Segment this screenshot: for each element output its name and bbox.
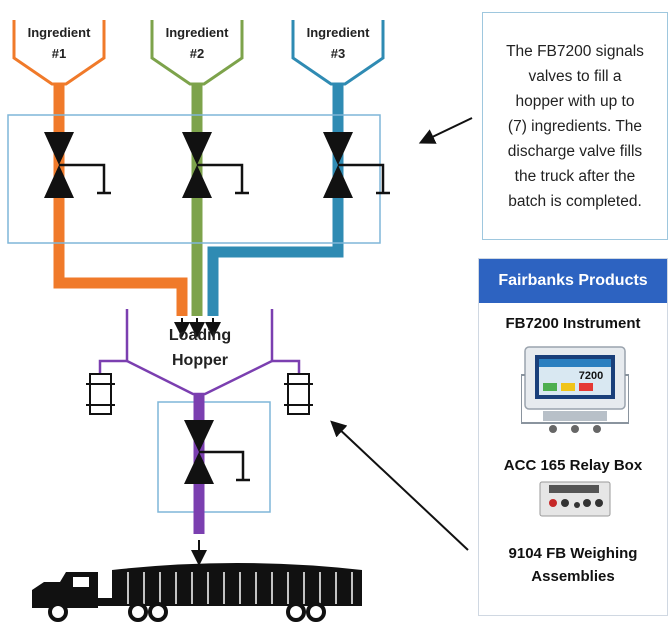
product-name-fb7200: FB7200 Instrument <box>505 315 641 332</box>
load-cell-left-icon <box>86 373 115 415</box>
ingredient-2-label-line2: #2 <box>190 46 204 61</box>
feed-pipe-3 <box>207 84 344 316</box>
feed-arrows <box>174 318 221 338</box>
description-line: (7) ingredients. The <box>507 117 643 135</box>
process-diagram: Ingredient #1 Ingredient #2 Ingredient #… <box>7 20 473 622</box>
hopper-label-line2: Hopper <box>172 352 228 369</box>
valve-1-icon <box>44 132 111 198</box>
feed-pipe-1 <box>53 84 188 316</box>
load-cell-right-icon <box>284 373 313 415</box>
ingredient-bin-3: Ingredient #3 <box>291 20 385 86</box>
ingredient-2-label-line1: Ingredient <box>166 25 230 40</box>
discharge-valve-icon <box>184 420 250 484</box>
hopper-label-line1: Loading <box>169 327 231 344</box>
pointer-arrow-bottom <box>330 420 469 551</box>
ingredient-1-label-line2: #1 <box>52 46 66 61</box>
product-name-9104-line1: 9104 FB Weighing <box>508 545 638 562</box>
ingredient-bin-1: Ingredient #1 <box>12 20 106 86</box>
product-name-acc165: ACC 165 Relay Box <box>503 457 643 474</box>
products-header: Fairbanks Products <box>479 259 667 303</box>
description-text: The FB7200 signals valves to fill a hopp… <box>500 35 650 218</box>
relay-box-image <box>539 481 611 517</box>
ingredient-bin-2: Ingredient #2 <box>150 20 244 86</box>
products-panel: Fairbanks Products FB7200 Instrument 720… <box>478 258 668 616</box>
instrument-display-value: 7200 <box>579 370 603 382</box>
ingredient-valve-box <box>7 114 381 244</box>
truck-icon <box>32 563 362 622</box>
product-name-9104-line2: Assemblies <box>531 568 615 585</box>
ingredient-3-label-line2: #3 <box>331 46 345 61</box>
ingredient-1-label-line1: Ingredient <box>28 25 92 40</box>
loading-hopper: Loading Hopper <box>98 309 301 396</box>
fb7200-instrument-image: 7200 <box>521 346 629 433</box>
description-line: The FB7200 signals <box>506 42 644 60</box>
valve-2-icon <box>182 132 249 198</box>
description-line: the truck after the <box>514 167 636 185</box>
discharge-valve-box <box>157 401 271 513</box>
valve-3-icon <box>323 132 390 198</box>
description-line: discharge valve fills <box>507 142 643 160</box>
description-box: The FB7200 signals valves to fill a hopp… <box>482 12 668 240</box>
description-line: hopper with up to <box>515 92 635 110</box>
ingredient-3-label-line1: Ingredient <box>307 25 371 40</box>
description-line: batch is completed. <box>508 192 642 210</box>
pointer-arrow-top <box>418 117 473 144</box>
description-line: valves to fill a <box>528 67 622 85</box>
